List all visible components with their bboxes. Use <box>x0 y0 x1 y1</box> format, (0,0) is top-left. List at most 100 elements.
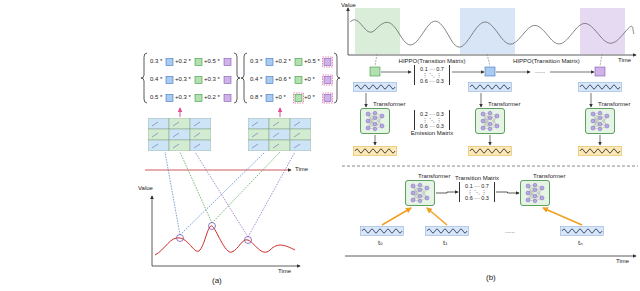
matrix-row: ⋮ ⋱ ⋮ <box>417 117 447 123</box>
token-square <box>295 59 302 66</box>
ellipsis: ...... <box>535 68 545 74</box>
token-square <box>266 77 273 84</box>
matrix-term: +0 * <box>304 94 315 100</box>
transformer-box: Transformer <box>475 108 505 134</box>
time-step: t₀ <box>378 240 383 246</box>
token-square <box>195 95 202 102</box>
axis-label: Time <box>618 57 631 63</box>
attention-grid <box>148 118 211 151</box>
panel-label: (b) <box>486 274 496 282</box>
segment-link <box>600 54 602 66</box>
box-heading: Transformer <box>598 101 630 108</box>
segment-link <box>375 54 377 66</box>
input-wave <box>361 227 404 236</box>
matrix-row: 0.1 ··· 0.7 <box>462 183 492 189</box>
input-wave <box>426 227 469 236</box>
axis-label: Time <box>295 166 308 172</box>
signal-plot <box>460 8 515 54</box>
matrix-term: 0.4 * <box>150 76 162 82</box>
brace <box>241 53 247 103</box>
mask-box <box>323 57 333 67</box>
signal-plot <box>348 8 349 55</box>
output-wave <box>354 147 622 156</box>
flow-arrow <box>366 93 367 107</box>
flow-arrow <box>375 135 376 145</box>
grid-arrow <box>280 108 281 117</box>
time-axis <box>152 196 153 266</box>
input-wave <box>354 83 622 236</box>
sample-link <box>180 152 265 235</box>
matrix-term: 0.8 * <box>250 94 262 100</box>
matrix-row: ⋮ ⋱ ⋮ <box>417 72 447 78</box>
matrix-row: 0.1 ··· 0.7 <box>417 66 447 72</box>
ellipsis: ...... <box>505 228 515 234</box>
matrix-heading: Transition Matrix <box>455 175 499 182</box>
transformer-box: Transformer <box>360 108 390 134</box>
signal-plot <box>348 8 636 55</box>
input-arrow <box>382 208 582 225</box>
signal-plot <box>580 8 625 54</box>
sample-link <box>248 152 295 237</box>
input-arrow <box>382 208 411 225</box>
axis-label: Time <box>278 268 291 274</box>
token-square <box>295 95 302 102</box>
separator <box>342 166 638 167</box>
axis-label: Value <box>341 2 356 8</box>
hippo-arrow <box>381 72 594 73</box>
input-wave <box>469 83 512 92</box>
mask-box <box>294 57 333 103</box>
network-icon <box>520 180 550 206</box>
matrix-term: +0.5 * <box>204 58 220 64</box>
mask-box <box>323 93 333 103</box>
matrix-term: 0.3 * <box>250 58 262 64</box>
state-square <box>595 67 605 76</box>
hippo-arrow <box>452 72 484 73</box>
time-axis <box>152 266 300 267</box>
box-heading: Transformer <box>488 101 520 108</box>
box-heading: Transformer <box>418 173 450 180</box>
series-curve <box>209 223 216 230</box>
input-wave <box>561 227 604 236</box>
token-square <box>324 77 331 84</box>
output-wave <box>354 147 397 156</box>
time-axis <box>145 170 291 171</box>
input-arrow <box>543 208 582 225</box>
transformer-box: Transformer <box>585 108 615 134</box>
matrix-term: +0.3 * <box>204 76 220 82</box>
matrix-term: +0.2 * <box>204 94 220 100</box>
flow-arrow <box>366 93 600 145</box>
matrix-heading: HIPPO(Transition Matrix) <box>399 58 466 65</box>
time-axis <box>345 256 636 257</box>
box-heading: Transformer <box>373 101 405 108</box>
input-wave <box>579 83 622 92</box>
state-square <box>485 67 495 76</box>
series-curve <box>177 235 184 242</box>
sample-link <box>195 152 248 237</box>
matrix-row: 0.6 ··· 0.3 <box>462 195 492 201</box>
matrix-row: 0.2 ··· 0.3 <box>417 111 447 117</box>
matrix-heading: Emission Matrix <box>411 130 453 137</box>
time-step: t₁ <box>443 240 448 246</box>
network-icon <box>585 108 615 134</box>
matrix-term: 0.3 * <box>150 58 162 64</box>
hippo-arrow <box>550 72 594 73</box>
signal-plot <box>348 55 636 56</box>
brace <box>234 53 240 103</box>
mask-box <box>294 93 304 103</box>
attention-grid <box>148 118 311 151</box>
sample-link <box>165 152 295 237</box>
grid-arrow <box>180 108 181 117</box>
brace <box>334 53 340 103</box>
state-square <box>370 67 605 76</box>
time-axis <box>345 256 636 257</box>
token-square <box>324 95 331 102</box>
brace <box>141 53 147 103</box>
grid-arrow <box>180 108 280 117</box>
matrix-bracket: 0.2 ··· 0.3⋮ ⋱ ⋮0.6 ··· 0.3 <box>414 110 450 130</box>
brace <box>141 53 340 103</box>
method-label: HIPPO(Transition Matrix) <box>513 58 580 64</box>
token-square <box>266 59 273 66</box>
axis-label: Time <box>616 258 629 264</box>
network-icon <box>360 108 390 134</box>
